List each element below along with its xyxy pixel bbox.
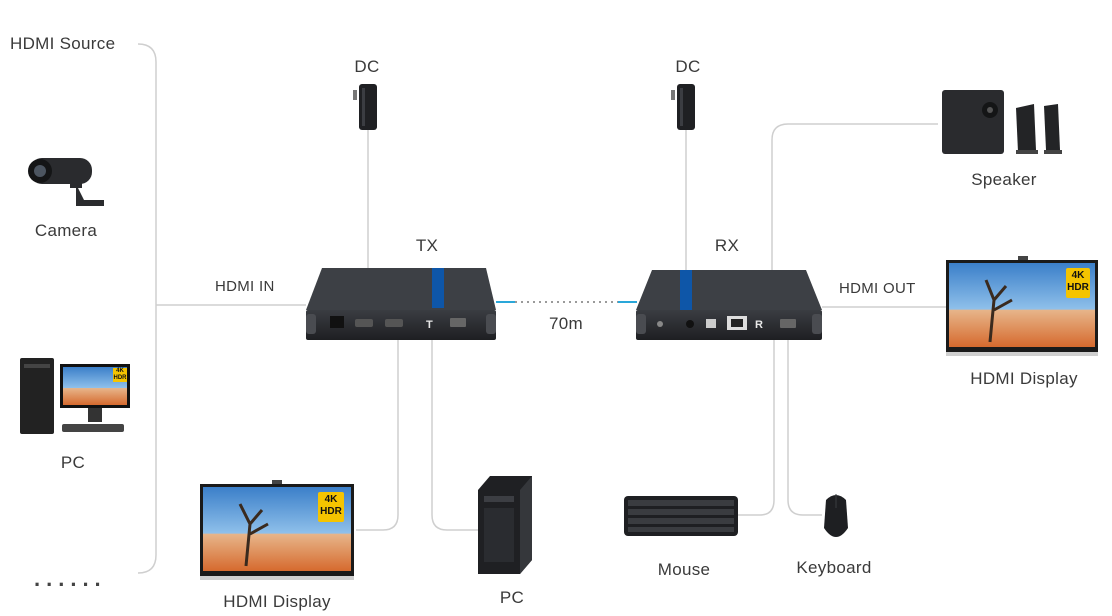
- hdmi-in-label: HDMI IN: [215, 278, 275, 295]
- more-sources-dots: ......: [34, 566, 107, 591]
- hdmi-display-right-image: [946, 256, 1098, 356]
- hdmi-out-label: HDMI OUT: [839, 280, 916, 297]
- rx-to-keyboard-line: [787, 340, 822, 516]
- pc-bottom-image: [478, 476, 532, 574]
- badge-hdr-text: HDR: [1067, 282, 1089, 293]
- tx-to-pc-line: [431, 340, 478, 531]
- badge-4k-text: 4K: [116, 368, 124, 374]
- tx-device: T: [306, 268, 496, 340]
- dc-adapter-tx: [353, 84, 377, 130]
- rx-to-speaker-line: [771, 123, 938, 270]
- badge-pc-left: 4K HDR: [113, 368, 127, 382]
- pc-bottom-label: PC: [499, 588, 525, 607]
- dc-adapter-rx: [671, 84, 695, 130]
- badge-hdr-text: HDR: [320, 506, 342, 517]
- svg-text:R: R: [755, 319, 763, 331]
- hdmi-source-label: HDMI Source: [10, 34, 116, 53]
- speaker-image: [942, 90, 1062, 154]
- badge-4k-text: 4K: [1071, 270, 1085, 281]
- rx-device: R: [636, 270, 822, 340]
- mouse-label: Mouse: [657, 560, 711, 579]
- rx-to-mouse-line: [738, 340, 775, 516]
- hdmi-display-bottom-image: [200, 480, 354, 580]
- speaker-label: Speaker: [971, 170, 1037, 189]
- badge-4k-right: 4K HDR: [1067, 270, 1089, 294]
- badge-4k-bottom: 4K HDR: [319, 494, 343, 518]
- svg-text:T: T: [426, 319, 433, 331]
- mouse-image: [824, 494, 848, 537]
- keyboard-label: Keyboard: [796, 558, 872, 577]
- camera-label: Camera: [34, 221, 98, 240]
- badge-hdr-text: HDR: [113, 375, 127, 381]
- keyboard-image: [624, 496, 738, 536]
- dc-rx-label: DC: [675, 57, 701, 76]
- pc-left-label: PC: [60, 453, 86, 472]
- rx-label: RX: [714, 236, 740, 255]
- dc-tx-label: DC: [354, 57, 380, 76]
- tx-to-display-line: [356, 340, 399, 531]
- camera-image: [28, 158, 104, 206]
- badge-4k-text: 4K: [324, 494, 338, 505]
- connection-lines: [137, 43, 946, 574]
- distance-label: 70m: [549, 314, 583, 333]
- tx-label: TX: [415, 236, 439, 255]
- source-bracket-line: [137, 43, 157, 574]
- hdmi-display-right-label: HDMI Display: [970, 369, 1078, 388]
- hdmi-display-bottom-label: HDMI Display: [223, 592, 331, 611]
